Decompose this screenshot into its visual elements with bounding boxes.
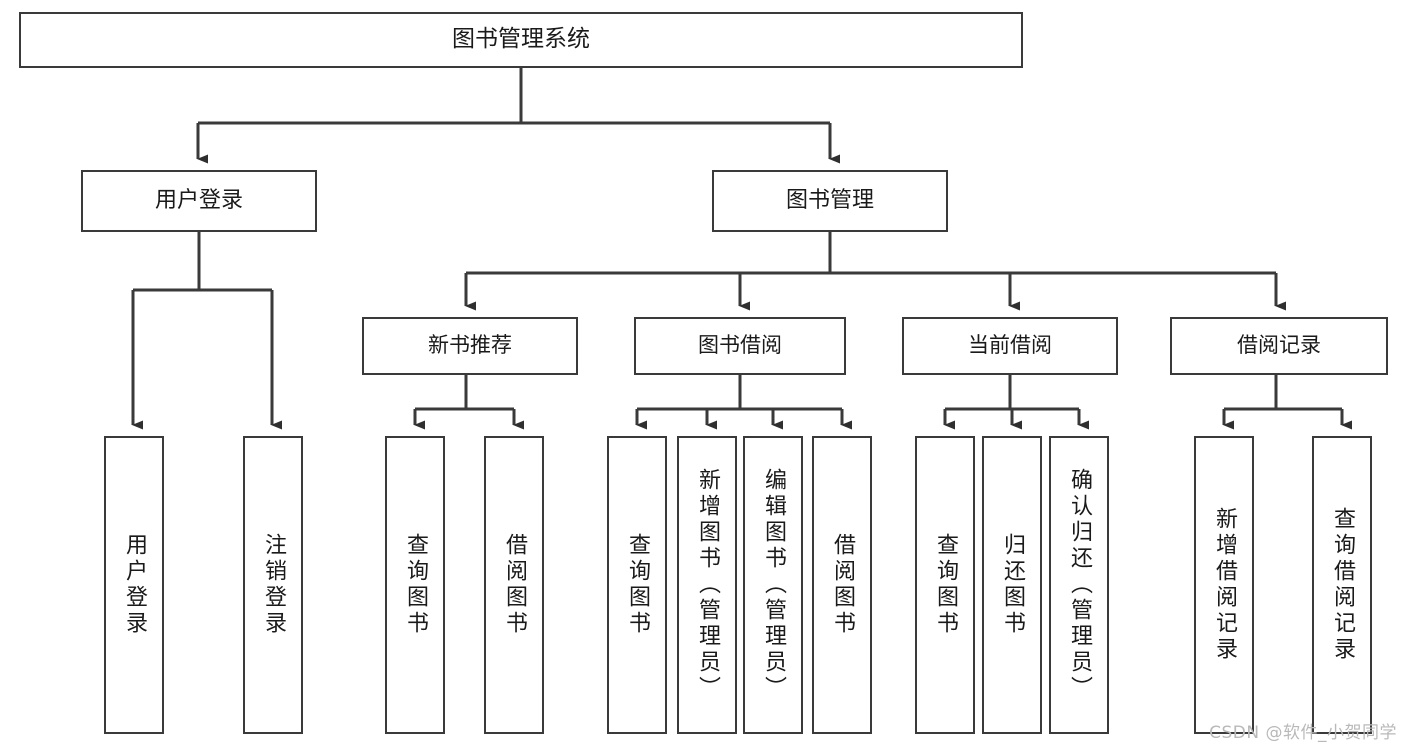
node-label: 查询图书 <box>625 533 650 637</box>
csdn-watermark: CSDN @软件_小贺同学 <box>1209 723 1397 743</box>
node-label: 查询图书 <box>403 533 428 637</box>
node-label: 新书推荐 <box>428 333 512 358</box>
node-borrow-record[interactable]: 借阅记录 <box>1170 317 1388 375</box>
node-label: 借阅记录 <box>1237 333 1321 358</box>
node-book-borrow[interactable]: 图书借阅 <box>634 317 846 375</box>
node-user-login[interactable]: 用户登录 <box>81 170 317 232</box>
node-leaf-query-borrow-record[interactable]: 查询借阅记录 <box>1312 436 1372 734</box>
node-label: 用户登录 <box>122 533 147 637</box>
node-label: 新增图书（管理员） <box>695 468 720 702</box>
node-leaf-borrow-book-1[interactable]: 借阅图书 <box>484 436 544 734</box>
node-leaf-return-book[interactable]: 归还图书 <box>982 436 1042 734</box>
node-label: 新增借阅记录 <box>1212 507 1237 663</box>
node-label: 注销登录 <box>261 533 286 637</box>
node-leaf-add-borrow-record[interactable]: 新增借阅记录 <box>1194 436 1254 734</box>
node-root[interactable]: 图书管理系统 <box>19 12 1023 68</box>
node-label: 借阅图书 <box>830 533 855 637</box>
node-new-book-recommend[interactable]: 新书推荐 <box>362 317 578 375</box>
node-leaf-logout-login[interactable]: 注销登录 <box>243 436 303 734</box>
node-label: 图书管理 <box>785 187 874 213</box>
node-leaf-borrow-book-2[interactable]: 借阅图书 <box>812 436 872 734</box>
node-label: 查询图书 <box>933 533 958 637</box>
node-label: 当前借阅 <box>968 333 1052 358</box>
node-leaf-user-login[interactable]: 用户登录 <box>104 436 164 734</box>
node-leaf-confirm-return-admin[interactable]: 确认归还（管理员） <box>1049 436 1109 734</box>
node-label: 编辑图书（管理员） <box>761 468 786 702</box>
node-label: 确认归还（管理员） <box>1067 468 1092 702</box>
node-leaf-add-book-admin[interactable]: 新增图书（管理员） <box>677 436 737 734</box>
node-label: 用户登录 <box>154 187 243 213</box>
node-leaf-query-book-3[interactable]: 查询图书 <box>915 436 975 734</box>
node-label: 图书借阅 <box>698 333 782 358</box>
node-leaf-edit-book-admin[interactable]: 编辑图书（管理员） <box>743 436 803 734</box>
node-label: 查询借阅记录 <box>1330 507 1355 663</box>
node-label: 借阅图书 <box>502 533 527 637</box>
node-current-borrow[interactable]: 当前借阅 <box>902 317 1118 375</box>
node-leaf-query-book-1[interactable]: 查询图书 <box>385 436 445 734</box>
node-label: 图书管理系统 <box>452 26 590 53</box>
node-leaf-query-book-2[interactable]: 查询图书 <box>607 436 667 734</box>
node-label: 归还图书 <box>1000 533 1025 637</box>
node-book-manage[interactable]: 图书管理 <box>712 170 948 232</box>
